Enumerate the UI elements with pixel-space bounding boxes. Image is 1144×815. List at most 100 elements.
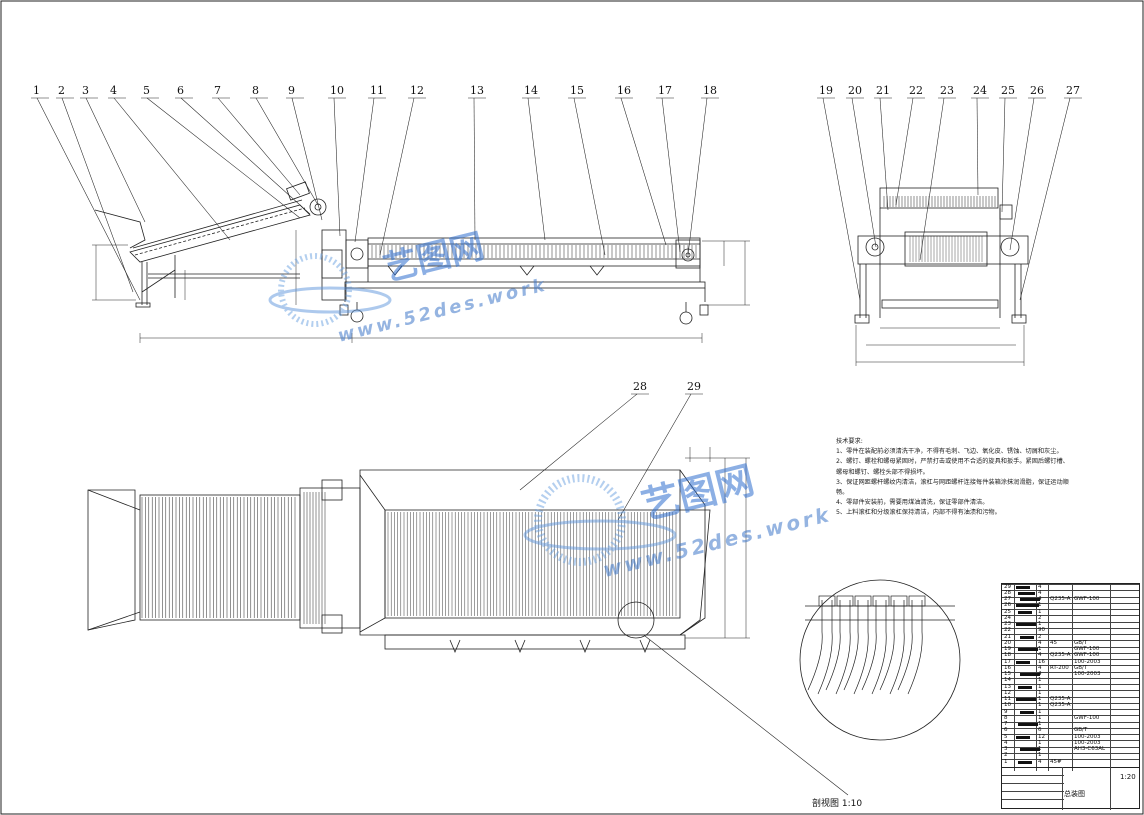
bom-row-rule	[1002, 715, 1139, 717]
part-label-28: 28	[633, 380, 647, 393]
bom-standard: GB/T	[1074, 639, 1088, 646]
bom-standard: GWF-100	[1074, 652, 1100, 659]
part-label-27: 27	[1066, 84, 1080, 97]
title-block: 294284274Q235-AGWF-100261251242231229021…	[1001, 583, 1140, 810]
note-line: 1、零件在装配前必须清洗干净，不得有毛刺、飞边、氧化皮、锈蚀、切屑和灰尘。	[836, 448, 1063, 456]
bom-row-rule	[1002, 659, 1139, 660]
part-label-20: 20	[848, 84, 862, 97]
bom-standard: 100-2003	[1074, 739, 1101, 746]
bom-item-number: 12	[1004, 689, 1011, 696]
bom-quantity: 1	[1038, 721, 1042, 727]
bom-material: Q235-A	[1050, 702, 1071, 709]
drawing-title: 总装图	[1064, 790, 1085, 799]
bom-item-number: 29	[1004, 583, 1011, 590]
title-column-rule	[1110, 767, 1111, 810]
part-label-9: 9	[288, 84, 295, 97]
bom-standard: GB/T	[1074, 664, 1088, 671]
redacted-cell	[1018, 610, 1032, 614]
leader-line	[354, 97, 375, 243]
part-label-21: 21	[876, 84, 890, 97]
bom-item-number: 10	[1004, 702, 1011, 709]
leader-line	[851, 97, 877, 248]
leader-line	[379, 97, 415, 256]
redacted-cell	[1020, 673, 1040, 677]
bom-quantity: 1	[1038, 646, 1042, 652]
part-label-23: 23	[940, 84, 954, 97]
redacted-cell	[1016, 698, 1036, 702]
bom-quantity: 1	[1038, 683, 1042, 690]
leader-line	[976, 97, 979, 196]
bom-item-number: 7	[1004, 721, 1008, 727]
bom-row-rule	[1002, 671, 1139, 673]
bom-column-rule	[1014, 584, 1015, 772]
leader-line	[620, 97, 667, 246]
bom-item-number: 22	[1004, 627, 1011, 634]
bom-row-rule	[1002, 590, 1139, 592]
bom-item-number: 21	[1004, 633, 1011, 640]
title-row-rule	[1002, 791, 1064, 793]
part-label-5: 5	[143, 84, 150, 97]
bom-quantity: 6	[1038, 727, 1042, 734]
bom-row-rule	[1002, 721, 1139, 723]
bom-item-number: 23	[1004, 621, 1011, 627]
section-caption: 剖视图 1:10	[812, 799, 863, 809]
bom-quantity: 4	[1038, 652, 1042, 659]
leader-line	[291, 97, 323, 221]
bom-row-rule	[1002, 584, 1139, 585]
bom-row-rule	[1002, 602, 1139, 604]
leader-line	[113, 97, 231, 241]
bom-row-rule	[1002, 677, 1139, 679]
note-line: 2、螺钉、螺栓和螺母紧固时，严禁打击或使用不合适的旋具和扳手。紧固后螺钉槽、	[836, 458, 1069, 466]
leader-line	[85, 97, 146, 223]
bom-quantity: 1	[1038, 714, 1042, 721]
bom-item-number: 13	[1004, 683, 1011, 690]
bom-quantity: 1	[1038, 702, 1042, 709]
technical-requirements: 技术要求: 1、零件在装配前必须清洗干净，不得有毛刺、飞边、氧化皮、锈蚀、切屑和…	[836, 437, 1086, 519]
bom-item-number: 28	[1004, 589, 1011, 596]
bom-item-number: 1	[1004, 758, 1008, 765]
leader-line	[687, 97, 708, 256]
redacted-cell	[1016, 585, 1030, 589]
part-label-17: 17	[658, 84, 672, 97]
bom-quantity: 2	[1038, 633, 1042, 640]
bom-standard: GWF-100	[1074, 646, 1100, 652]
bom-material: 45	[1050, 639, 1057, 646]
bom-row-rule	[1002, 634, 1139, 635]
part-label-19: 19	[819, 84, 833, 97]
section-detail	[799, 579, 961, 741]
part-label-3: 3	[82, 84, 89, 97]
leader-line	[1001, 97, 1006, 213]
bom-quantity: 1	[1038, 677, 1042, 684]
bom-item-number: 15	[1004, 671, 1011, 677]
leader-line	[661, 97, 681, 253]
bom-quantity: 1	[1038, 708, 1042, 715]
bom-row-rule	[1002, 621, 1139, 623]
bom-item-number: 24	[1004, 614, 1011, 621]
part-label-11: 11	[370, 84, 384, 97]
part-label-12: 12	[410, 84, 424, 97]
bom-row-rule	[1002, 690, 1139, 692]
bom-quantity: 90	[1038, 627, 1045, 634]
drawing-scale: 1:20	[1120, 773, 1136, 782]
leader-lines	[31, 97, 1082, 521]
bom-row-rule	[1002, 740, 1139, 742]
leader-line	[146, 97, 301, 219]
part-label-14: 14	[524, 84, 538, 97]
bom-item-number: 3	[1004, 746, 1008, 752]
leader-line	[879, 97, 889, 211]
redacted-cell	[1020, 710, 1034, 714]
redacted-cell	[1018, 723, 1038, 727]
title-separator	[1002, 767, 1139, 769]
bom-row-rule	[1002, 652, 1139, 654]
bom-item-number: 5	[1004, 733, 1008, 740]
side-view	[854, 187, 1029, 366]
part-label-24: 24	[973, 84, 987, 97]
bom-column-rule	[1110, 584, 1111, 772]
bom-item-number: 17	[1004, 658, 1011, 665]
bom-column-rule	[1048, 584, 1049, 772]
leader-line	[573, 97, 606, 256]
leader-line	[1019, 97, 1071, 301]
bom-quantity: 4	[1038, 639, 1042, 646]
